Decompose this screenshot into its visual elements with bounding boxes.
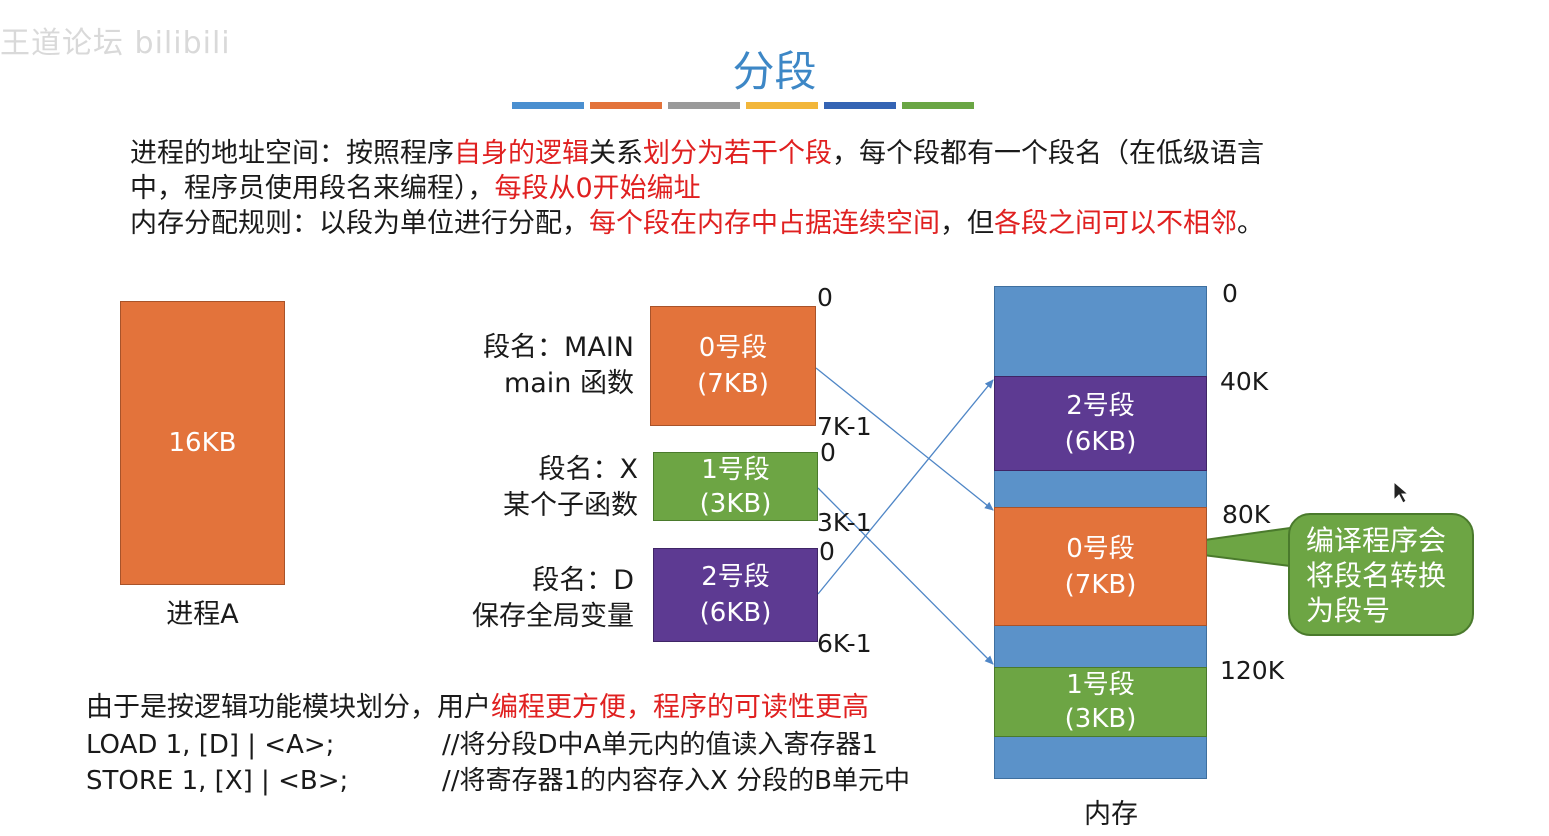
paragraph-line-2: 中，程序员使用段名来编程），每段从0开始编址	[130, 171, 701, 207]
bottom-note: 由于是按逻辑功能模块划分，用户编程更方便，程序的可读性更高	[86, 690, 869, 726]
segment-2-box: 2号段 (6KB)	[653, 548, 818, 642]
segment-number: 1号段	[1066, 670, 1135, 700]
segment-0-label: 段名：MAIN main 函数	[400, 330, 634, 402]
arrow-seg0-to-memory	[815, 367, 994, 511]
text: ，但	[940, 208, 994, 239]
stripe-1	[512, 102, 584, 109]
segment-desc: 保存全局变量	[472, 601, 634, 632]
memory-block-seg1: 1号段 (3KB)	[994, 667, 1207, 737]
text: 关系	[589, 138, 643, 169]
paragraph-line-1: 进程的地址空间：按照程序自身的逻辑关系划分为若干个段，每个段都有一个段名（在低级…	[130, 136, 1264, 172]
title-stripes	[512, 102, 974, 109]
segment-1-start: 0	[820, 438, 836, 467]
segment-size: (3KB)	[699, 488, 772, 519]
stripe-4	[746, 102, 818, 109]
highlight-text: 每段从0开始编址	[494, 173, 701, 204]
memory-address-120k: 120K	[1220, 656, 1285, 685]
segment-size: (6KB)	[699, 598, 772, 628]
text: 。	[1237, 208, 1264, 239]
stripe-2	[590, 102, 662, 109]
segment-number: 0号段	[1066, 533, 1135, 564]
segment-size: (7KB)	[697, 369, 769, 399]
memory-block-seg0: 0号段 (7KB)	[994, 507, 1207, 626]
segment-number: 1号段	[701, 454, 770, 485]
segment-number: 0号段	[698, 333, 768, 363]
segment-2-start: 0	[819, 537, 835, 566]
text: 进程的地址空间：按照程序	[130, 138, 454, 169]
segment-1-label: 段名：X 某个子函数	[400, 452, 638, 524]
text: 中，程序员使用段名来编程），	[130, 173, 495, 204]
segment-size: (7KB)	[1064, 569, 1137, 600]
text: 由于是按逻辑功能模块划分，用户	[86, 692, 491, 723]
process-caption: 进程A	[166, 599, 239, 630]
text: 内存分配规则：以段为单位进行分配，	[130, 208, 589, 239]
segment-0-box: 0号段 (7KB)	[650, 306, 816, 426]
highlight-text: 各段之间可以不相邻	[994, 208, 1237, 239]
callout-text: 为段号	[1306, 594, 1391, 627]
paragraph-line-3: 内存分配规则：以段为单位进行分配，每个段在内存中占据连续空间，但各段之间可以不相…	[130, 206, 1264, 242]
text: ，每个段都有一个段名（在低级语言	[832, 138, 1264, 169]
mouse-cursor-icon	[1393, 480, 1410, 504]
callout-text: 编译程序会	[1306, 524, 1447, 557]
segment-desc: main 函数	[503, 368, 634, 399]
stripe-5	[824, 102, 896, 109]
segment-2-label: 段名：D 保存全局变量	[400, 563, 634, 635]
highlight-text: 划分为若干个段	[643, 138, 832, 169]
memory-address-40k: 40K	[1220, 367, 1269, 396]
segment-1-end: 3K-1	[817, 508, 872, 537]
segment-name: 段名：MAIN	[483, 332, 634, 363]
memory-address-0: 0	[1222, 279, 1238, 308]
code-instruction: LOAD 1, [D] | <A>;	[86, 730, 335, 760]
highlight-text: 编程更方便，程序的可读性更高	[491, 692, 869, 723]
stripe-6	[902, 102, 974, 109]
segment-size: (6KB)	[1064, 426, 1137, 457]
process-a-box: 16KB	[120, 301, 285, 585]
process-size: 16KB	[168, 428, 237, 458]
memory-block-seg2: 2号段 (6KB)	[994, 376, 1207, 471]
slide-title: 分段	[732, 47, 817, 96]
stripe-3	[668, 102, 740, 109]
callout-text: 将段名转换	[1306, 559, 1447, 592]
code-comment: //将分段D中A单元内的值读入寄存器1	[442, 730, 878, 760]
segment-desc: 某个子函数	[503, 490, 638, 521]
segment-number: 2号段	[701, 562, 770, 592]
memory-address-80k: 80K	[1222, 500, 1271, 529]
segment-number: 2号段	[1066, 390, 1135, 421]
highlight-text: 每个段在内存中占据连续空间	[589, 208, 940, 239]
code-line-1: LOAD 1, [D] | <A>; //将分段D中A单元内的值读入寄存器1	[86, 727, 878, 763]
segment-name: 段名：X	[538, 454, 639, 485]
segment-size: (3KB)	[1064, 704, 1137, 734]
compiler-callout: 编译程序会 将段名转换 为段号	[1288, 513, 1474, 636]
arrow-seg2-to-memory	[817, 379, 994, 595]
highlight-text: 自身的逻辑	[454, 138, 589, 169]
segment-name: 段名：D	[532, 565, 634, 596]
watermark: 王道论坛 bilibili	[0, 26, 231, 61]
segment-1-box: 1号段 (3KB)	[653, 452, 818, 521]
segment-2-end: 6K-1	[817, 629, 872, 658]
code-instruction: STORE 1, [X] | <B>;	[86, 766, 349, 796]
code-line-2: STORE 1, [X] | <B>; //将寄存器1的内容存入X 分段的B单元…	[86, 763, 910, 799]
segment-0-end: 7K-1	[817, 412, 872, 441]
arrow-seg1-to-memory	[817, 487, 994, 665]
segment-0-start: 0	[817, 283, 833, 312]
memory-caption: 内存	[1084, 799, 1138, 830]
code-comment: //将寄存器1的内容存入X 分段的B单元中	[442, 766, 910, 796]
